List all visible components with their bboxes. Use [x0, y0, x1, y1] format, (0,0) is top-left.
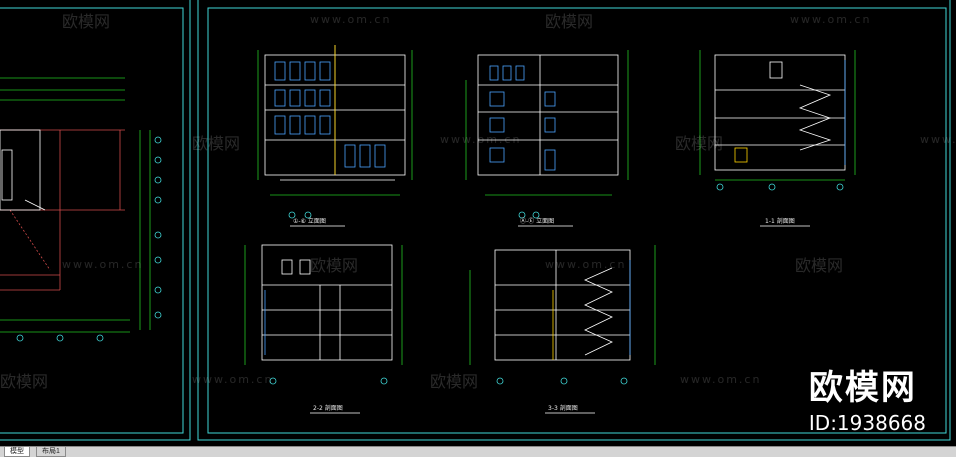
section-2-2	[244, 244, 403, 385]
elevation-a-e	[465, 50, 629, 219]
section-1-1	[699, 50, 856, 191]
left-sheet-inner	[0, 7, 184, 434]
title-underlines	[290, 225, 810, 414]
main-sheet-frame	[197, 0, 951, 441]
title-elevation-1-6: ①-⑥ 立面图	[293, 218, 326, 225]
floor-plan-partial	[0, 77, 162, 342]
title-section-2-2: 2-2 剖面图	[313, 405, 343, 412]
section-3-3	[469, 245, 656, 385]
sheet-frames	[0, 0, 951, 441]
title-section-1-1: 1-1 剖面图	[765, 218, 795, 225]
cad-model-space[interactable]: ①-⑥ 立面图 Ⓐ-Ⓔ 立面图 1-1 剖面图 2-2 剖面图 3-3 剖面图 …	[0, 0, 956, 446]
left-sheet-frame	[0, 0, 191, 441]
layout-tab-bar: 模型 布局1	[0, 446, 956, 457]
title-elevation-a-e: Ⓐ-Ⓔ 立面图	[520, 218, 555, 225]
elevation-1-6	[257, 45, 413, 219]
title-section-3-3: 3-3 剖面图	[548, 405, 578, 412]
cad-drawing	[0, 0, 951, 441]
